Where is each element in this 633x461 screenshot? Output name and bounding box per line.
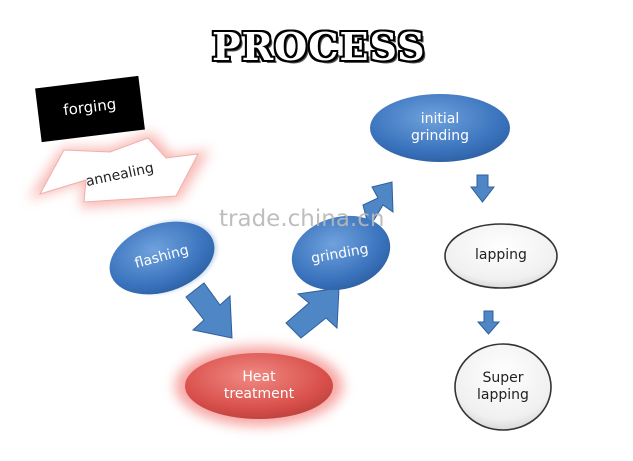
watermark: trade.china.cn bbox=[219, 206, 385, 232]
super-lapping-label: Super lapping bbox=[477, 369, 529, 404]
arrow-initial-to-lapping-icon bbox=[469, 174, 496, 203]
node-flashing bbox=[109, 220, 217, 295]
heat-treatment-label: Heat treatment bbox=[223, 368, 295, 403]
node-heat-treatment bbox=[175, 346, 343, 426]
node-super-lapping bbox=[454, 343, 552, 431]
lapping-label: lapping bbox=[475, 247, 527, 264]
arrow-flashing-to-heat-icon bbox=[185, 282, 233, 339]
forging-label: forging bbox=[62, 94, 118, 120]
node-lapping bbox=[444, 223, 558, 289]
arrow-heat-to-grinding-icon bbox=[285, 287, 340, 339]
page-title: PROCESS bbox=[212, 24, 426, 69]
node-initial-grinding bbox=[370, 94, 510, 162]
arrow-lapping-to-super-icon bbox=[476, 310, 501, 335]
initial-grinding-label: initial grinding bbox=[411, 110, 469, 145]
node-grinding bbox=[291, 215, 391, 291]
arrow-grinding-to-initial-icon bbox=[362, 181, 394, 230]
annealing-banner bbox=[28, 132, 210, 208]
